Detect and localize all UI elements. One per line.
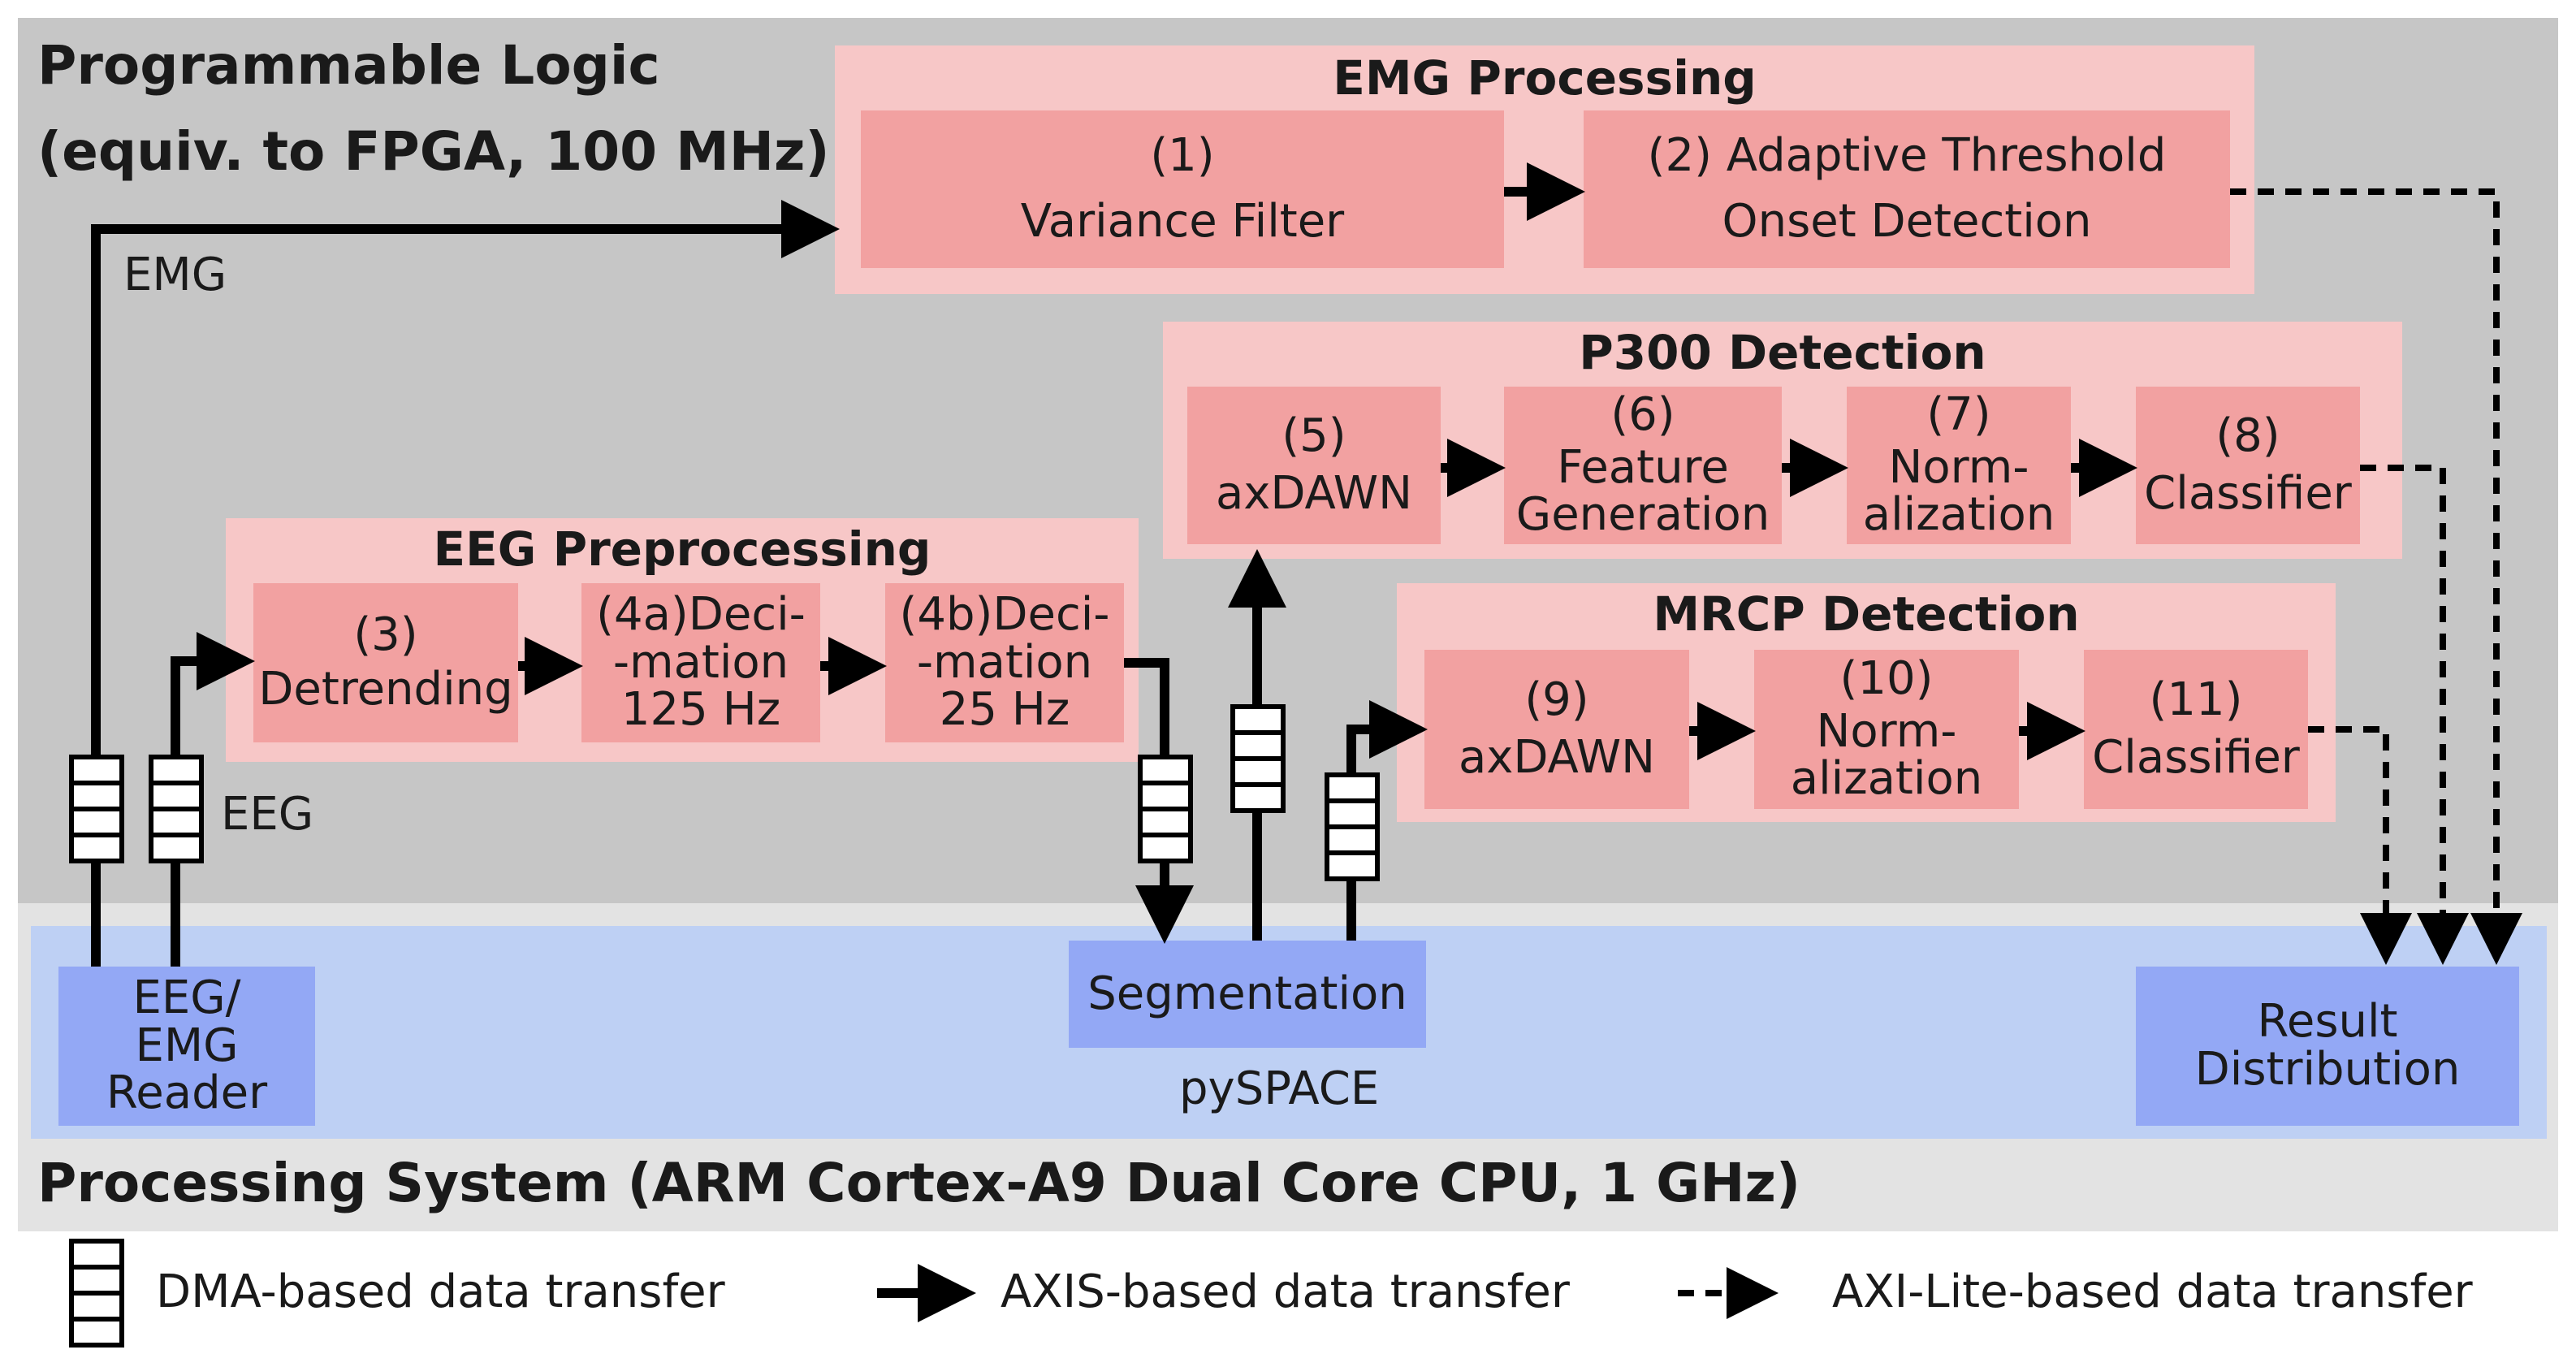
block-number: (10) bbox=[1839, 651, 1934, 705]
block-number: (11) bbox=[2149, 673, 2243, 727]
block-label: Variance Filter bbox=[1020, 195, 1345, 248]
p300-axdawn-block: (5) axDAWN bbox=[1187, 387, 1441, 544]
block-label: -mation 25 Hz bbox=[916, 635, 1093, 737]
mrcp-classifier-block: (11) Classifier bbox=[2084, 650, 2308, 809]
axilite-emg-to-result bbox=[2230, 188, 2522, 965]
block-number: (3) bbox=[353, 608, 418, 662]
block-number: (5) bbox=[1282, 409, 1346, 463]
p300-classifier-block: (8) Classifier bbox=[2136, 387, 2360, 544]
onset-detection-block: (2) Adaptive Threshold Onset Detection bbox=[1584, 110, 2230, 268]
decimation-125hz-block: (4a)Deci- -mation 125 Hz bbox=[581, 583, 820, 742]
eeg-signal-label: EEG bbox=[221, 788, 314, 841]
block-number: (4a)Deci- bbox=[596, 587, 806, 641]
eeg-preprocessing-title: EEG Preprocessing bbox=[433, 521, 931, 577]
axilite-arrows bbox=[2230, 188, 2522, 965]
mrcp-axdawn-block: (9) axDAWN bbox=[1424, 650, 1689, 809]
block-number: (6) bbox=[1610, 387, 1675, 441]
block-label: Norm- alization bbox=[1790, 704, 1983, 806]
legend-graphics bbox=[69, 1239, 1779, 1348]
p300-detection-title: P300 Detection bbox=[1579, 325, 1986, 380]
fifo-mrcp bbox=[1325, 772, 1380, 881]
emg-processing-title: EMG Processing bbox=[1333, 50, 1757, 106]
feature-generation-block: (6) Feature Generation bbox=[1504, 387, 1782, 544]
legend-axis-label: AXIS-based data transfer bbox=[1001, 1265, 1570, 1318]
block-label: Onset Detection bbox=[1722, 195, 2092, 248]
axis-arrows bbox=[91, 162, 2137, 967]
fifo-eeg bbox=[149, 755, 204, 863]
segmentation-block: Segmentation bbox=[1069, 941, 1426, 1048]
processing-system-title: Processing System (ARM Cortex-A9 Dual Co… bbox=[37, 1152, 1801, 1214]
programmable-logic-subtitle: (equiv. to FPGA, 100 MHz) bbox=[37, 120, 830, 183]
block-label: axDAWN bbox=[1458, 731, 1656, 784]
block-label: -mation 125 Hz bbox=[612, 635, 789, 737]
variance-filter-block: (1) Variance Filter bbox=[861, 110, 1504, 268]
mrcp-detection-title: MRCP Detection bbox=[1653, 586, 2080, 642]
block-label: Feature Generation bbox=[1515, 440, 1770, 542]
block-label: Classifier bbox=[2092, 731, 2300, 784]
axilite-mrcp-to-result bbox=[2308, 726, 2412, 965]
pyspace-label: pySPACE bbox=[1179, 1062, 1380, 1115]
fifo-emg bbox=[69, 755, 124, 863]
detrending-block: (3) Detrending bbox=[253, 583, 518, 742]
block-number: (7) bbox=[1926, 387, 1991, 441]
block-number: (1) bbox=[1150, 129, 1215, 183]
mrcp-normalization-block: (10) Norm- alization bbox=[1754, 650, 2019, 809]
legend-dma-icon bbox=[69, 1239, 124, 1348]
emg-input-arrow bbox=[91, 200, 840, 967]
fifo-p300 bbox=[1230, 704, 1286, 813]
decimation-25hz-block: (4b)Deci- -mation 25 Hz bbox=[885, 583, 1124, 742]
block-number: (2) Adaptive Threshold bbox=[1647, 129, 2167, 183]
programmable-logic-title: Programmable Logic bbox=[37, 34, 660, 97]
legend-axilite-label: AXI-Lite-based data transfer bbox=[1832, 1265, 2473, 1318]
block-number: (8) bbox=[2215, 409, 2280, 463]
fifo-eeg-preprocessed bbox=[1138, 755, 1193, 863]
block-label: Classifier bbox=[2144, 467, 2352, 520]
block-label: Detrending bbox=[258, 663, 513, 716]
dma-fifos bbox=[69, 704, 1380, 881]
block-number: (4b)Deci- bbox=[899, 587, 1110, 641]
p300-normalization-block: (7) Norm- alization bbox=[1847, 387, 2071, 544]
axilite-p300-to-result bbox=[2360, 465, 2469, 965]
block-label: Norm- alization bbox=[1862, 440, 2055, 542]
legend-dma-label: DMA-based data transfer bbox=[156, 1265, 725, 1318]
block-label: axDAWN bbox=[1215, 467, 1413, 520]
result-distribution-block: Result Distribution bbox=[2136, 967, 2519, 1126]
eeg-input-arrow bbox=[171, 632, 255, 967]
block-number: (9) bbox=[1524, 673, 1589, 727]
eeg-emg-reader-block: EEG/ EMG Reader bbox=[58, 967, 315, 1126]
emg-signal-label: EMG bbox=[123, 249, 227, 301]
